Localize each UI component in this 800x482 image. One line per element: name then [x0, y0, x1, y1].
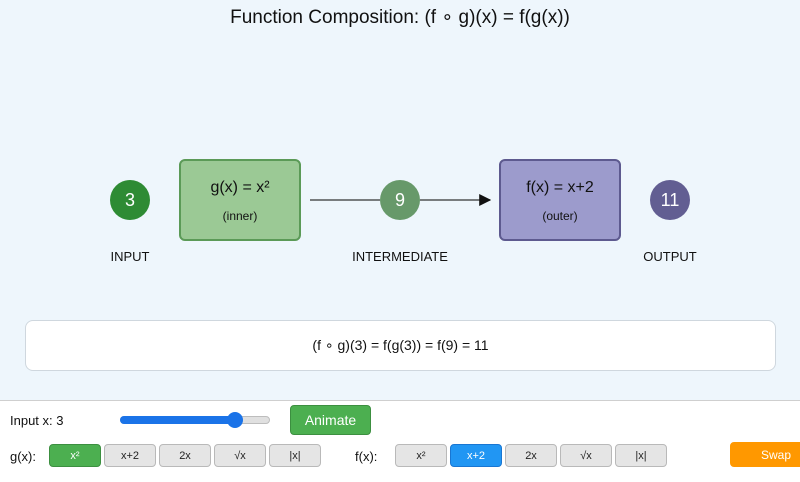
swap-button[interactable]: Swap — [730, 442, 800, 467]
g-option-plus-two[interactable]: x+2 — [104, 444, 156, 467]
g-option-double[interactable]: 2x — [159, 444, 211, 467]
output-node: 11 — [650, 180, 690, 220]
f-option-sqrt[interactable]: √x — [560, 444, 612, 467]
page-title: Function Composition: (f ∘ g)(x) = f(g(x… — [230, 7, 570, 28]
g-option-square[interactable]: x² — [49, 444, 101, 467]
f-function-box: f(x) = x+2 (outer) — [499, 159, 621, 241]
output-caption: OUTPUT — [643, 249, 697, 264]
result-panel: (f ∘ g)(3) = f(g(3)) = f(9) = 11 — [25, 320, 776, 371]
f-option-double[interactable]: 2x — [505, 444, 557, 467]
f-option-square[interactable]: x² — [395, 444, 447, 467]
composition-stage: Function Composition: (f ∘ g)(x) = f(g(x… — [0, 0, 800, 400]
f-selector-label: f(x): — [355, 449, 378, 464]
intermediate-caption: INTERMEDIATE — [352, 249, 448, 264]
slider-fill — [120, 416, 236, 424]
g-role: (inner) — [222, 209, 258, 223]
f-option-abs[interactable]: |x| — [615, 444, 667, 467]
g-function-box: g(x) = x² (inner) — [179, 159, 301, 241]
input-node: 3 — [110, 180, 150, 220]
g-selector-label: g(x): — [10, 449, 36, 464]
control-panel: Input x: 3 g(x): f(x): — [0, 400, 800, 482]
slider-thumb[interactable] — [227, 412, 244, 428]
input-x-slider[interactable] — [120, 412, 270, 428]
intermediate-node: 9 — [380, 180, 420, 220]
f-expression: f(x) = x+2 — [526, 179, 594, 196]
input-caption: INPUT — [110, 249, 150, 264]
f-role: (outer) — [542, 209, 578, 223]
g-option-abs[interactable]: |x| — [269, 444, 321, 467]
f-option-plus-two[interactable]: x+2 — [450, 444, 502, 467]
input-x-label: Input x: 3 — [10, 413, 64, 428]
g-option-sqrt[interactable]: √x — [214, 444, 266, 467]
animate-button[interactable]: Animate — [290, 405, 371, 435]
result-text: (f ∘ g)(3) = f(g(3)) = f(9) = 11 — [312, 337, 489, 353]
g-expression: g(x) = x² — [210, 179, 270, 196]
